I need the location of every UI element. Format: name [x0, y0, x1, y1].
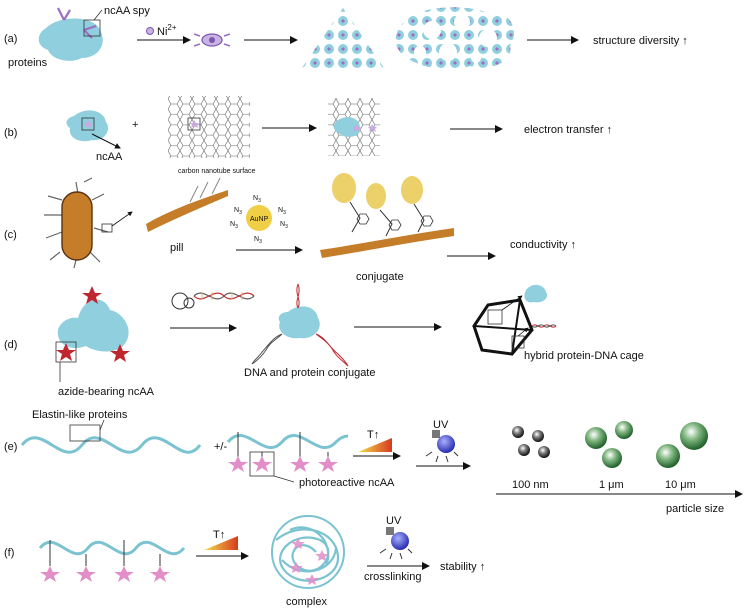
panel-c: (c) pill AuNP N3 N3 N3 N3 N3 N3	[4, 173, 576, 283]
label-temp-e: T↑	[367, 429, 379, 441]
label-uv-e: UV	[433, 419, 449, 431]
protein-blob-d	[57, 299, 129, 352]
elp-wave-e	[20, 436, 202, 454]
label-dna-protein-conjugate: DNA and protein conjugate	[244, 367, 375, 379]
particle-100nm	[512, 426, 550, 458]
label-pill: pill	[170, 242, 183, 254]
panel-c-tag: (c)	[4, 229, 17, 241]
panel-d: (d) azide-bearing ncAA DNA and protein c…	[4, 283, 644, 398]
label-ni: Ni	[157, 26, 167, 38]
elp-wave-f	[38, 540, 186, 556]
tangled-complex	[271, 515, 345, 589]
label-ncaa-b: ncAA	[96, 151, 123, 163]
panel-b-tag: (b)	[4, 127, 17, 139]
panel-b: (b) ncAA + carbon nanotube surface elect…	[4, 96, 612, 175]
hybrid-cage	[472, 284, 557, 356]
label-proteins: proteins	[8, 57, 48, 69]
zoom-box	[83, 19, 101, 37]
ligand-arms	[57, 7, 97, 39]
label-elastin-proteins: Elastin-like proteins	[32, 409, 128, 421]
svg-text:N3: N3	[278, 207, 286, 216]
size-label-1um: 1 μm	[599, 479, 624, 491]
label-temp-f: T↑	[213, 529, 225, 541]
label-complex: complex	[286, 596, 327, 608]
size-label-10um: 10 μm	[665, 479, 696, 491]
triangle-assembly	[302, 8, 384, 68]
dna-protein-conjugate	[251, 283, 349, 367]
uv-lamp-icon-e	[425, 430, 459, 463]
azide-star-3	[110, 344, 130, 362]
label-plus-b: +	[132, 119, 138, 131]
pill-fiber	[146, 190, 228, 232]
svg-text:N3: N3	[253, 195, 261, 204]
label-azide-ncaa: azide-bearing ncAA	[58, 386, 155, 398]
label-hybrid-cage: hybrid protein-DNA cage	[524, 350, 644, 362]
dna-icon-d	[171, 292, 255, 310]
elp-wave-e2	[226, 434, 349, 450]
svg-text:N3: N3	[230, 221, 238, 230]
panel-d-tag: (d)	[4, 339, 17, 351]
panel-a: (a) ncAA spy proteins Ni2+ structu	[4, 5, 688, 70]
conjugate-structure	[320, 173, 454, 258]
temperature-ramp-e	[358, 438, 392, 452]
azide-star-2	[56, 343, 76, 361]
label-cnt-surface: carbon nanotube surface	[178, 168, 256, 175]
label-ncaa-spy: ncAA spy	[104, 5, 150, 17]
panel-a-tag: (a)	[4, 33, 17, 45]
label-plus-minus: +/-	[214, 441, 227, 453]
svg-text:N3: N3	[280, 221, 288, 230]
svg-text:Ni2+: Ni2+	[157, 23, 177, 38]
pink-stars-f	[40, 540, 170, 582]
particle-10um	[656, 422, 708, 468]
panel-e-tag: (e)	[4, 441, 17, 453]
carbon-nanotube-surface	[168, 96, 250, 158]
ni-complex-icon	[193, 33, 231, 47]
outcome-structure-diversity: structure diversity ↑	[593, 35, 688, 47]
label-ni-charge: 2+	[167, 23, 176, 32]
particle-1um	[585, 421, 633, 468]
azide-labels: N3 N3 N3 N3 N3 N3	[230, 195, 288, 245]
label-aunp: AuNP	[250, 216, 269, 223]
temperature-ramp-f	[204, 536, 238, 550]
azide-star-1	[82, 286, 102, 304]
label-uv-f: UV	[386, 515, 402, 527]
protein-blob	[38, 18, 103, 61]
bacterium-icon	[44, 177, 109, 269]
svg-text:N3: N3	[234, 207, 242, 216]
panel-f: (f) T↑ complex UV	[4, 515, 485, 608]
label-particle-size: particle size	[666, 503, 724, 515]
size-label-100nm: 100 nm	[512, 479, 549, 491]
panel-e: (e) Elastin-like proteins +/- photoreact…	[4, 409, 743, 515]
label-crosslinking: crosslinking	[364, 571, 421, 583]
panel-f-tag: (f)	[4, 547, 14, 559]
photoreactive-ncaa-stars	[228, 432, 338, 472]
outcome-conductivity: conductivity ↑	[510, 239, 576, 251]
outcome-electron-transfer: electron transfer ↑	[524, 124, 612, 136]
ni-ion-icon	[146, 27, 154, 35]
label-photoreactive-ncaa: photoreactive ncAA	[299, 477, 395, 489]
aunp-icon: AuNP	[246, 205, 272, 231]
outcome-stability: stability ↑	[440, 561, 485, 573]
svg-text:N3: N3	[254, 236, 262, 245]
uv-lamp-icon-f	[379, 527, 413, 560]
label-conjugate-c: conjugate	[356, 271, 404, 283]
porous-assembly	[395, 7, 514, 70]
